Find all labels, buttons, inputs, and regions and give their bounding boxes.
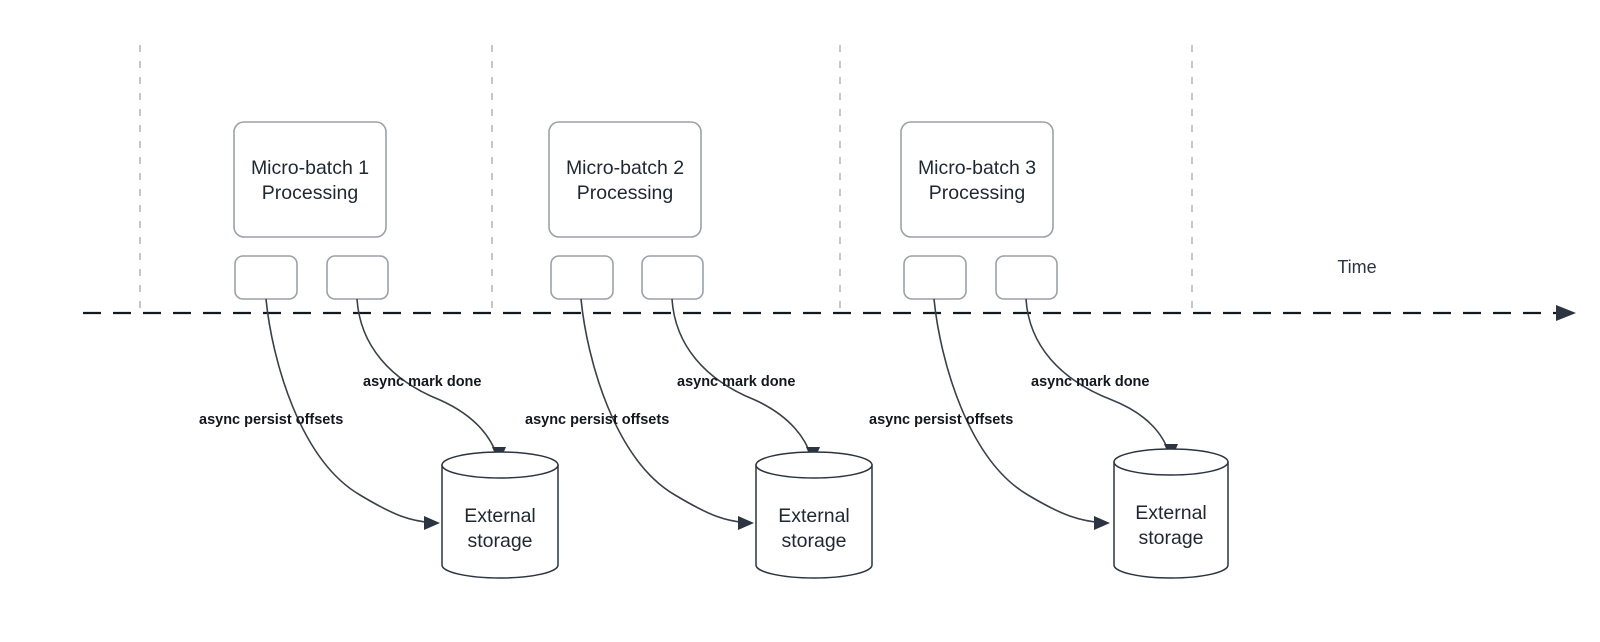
micro-batch-label-line1: Micro-batch 2	[566, 157, 684, 179]
micro-batch-label-line2: Processing	[929, 182, 1025, 204]
async-mark-done-path	[671, 298, 812, 457]
micro-batch-box-rect[interactable]	[900, 121, 1054, 238]
task-slot-left[interactable]	[234, 255, 298, 300]
external-storage-label-line2: storage	[781, 530, 846, 552]
task-slot-right[interactable]	[995, 255, 1058, 300]
timeline-axis	[83, 305, 1576, 321]
group-1: Micro-batch 1 Processing async persist off…	[199, 121, 559, 579]
async-persist-offsets-label: async persist offsets	[525, 412, 669, 428]
async-mark-done-path	[356, 298, 498, 457]
group-3: Micro-batch 3 Processing async persist off…	[869, 121, 1229, 579]
separator-lines	[139, 45, 1193, 313]
task-slot-left[interactable]	[550, 255, 614, 300]
async-persist-offsets-arrow-icon	[1094, 516, 1110, 530]
micro-batch-label-line2: Processing	[262, 182, 358, 204]
external-storage-top	[1113, 448, 1229, 476]
external-storage-body[interactable]	[755, 464, 873, 579]
external-storage[interactable]: External storage	[1113, 448, 1229, 579]
micro-batch-box[interactable]: Micro-batch 1 Processing	[233, 121, 387, 238]
external-storage[interactable]: External storage	[755, 451, 873, 579]
time-axis-label: Time	[1337, 257, 1376, 277]
async-mark-done-label: async mark done	[1031, 374, 1149, 390]
async-persist-offsets-path	[265, 298, 435, 524]
external-storage-label-line1: External	[778, 505, 850, 527]
external-storage-body[interactable]	[441, 464, 559, 579]
micro-batch-label-line1: Micro-batch 3	[918, 157, 1036, 179]
external-storage-top	[441, 451, 559, 479]
async-persist-offsets-label: async persist offsets	[869, 412, 1013, 428]
time-axis-label-text: Time	[1337, 257, 1376, 277]
async-persist-offsets-arrow-icon	[424, 516, 440, 530]
async-persist-offsets-path	[933, 298, 1105, 524]
group-2: Micro-batch 2 Processing async persist off…	[525, 121, 873, 579]
async-persist-offsets-arrow-icon	[738, 516, 754, 530]
micro-batch-box-rect[interactable]	[548, 121, 702, 238]
external-storage[interactable]: External storage	[441, 451, 559, 579]
micro-batch-groups: Micro-batch 1 Processing async persist off…	[199, 121, 1229, 579]
async-mark-done-path	[1025, 298, 1170, 454]
external-storage-label-line2: storage	[467, 530, 532, 552]
micro-batch-box-rect[interactable]	[233, 121, 387, 238]
micro-batch-label-line2: Processing	[577, 182, 673, 204]
async-persist-offsets-path	[580, 298, 749, 524]
external-storage-label-line1: External	[464, 505, 536, 527]
external-storage-label-line1: External	[1135, 502, 1207, 524]
timeline-arrow-icon	[1556, 305, 1576, 321]
async-persist-offsets-label: async persist offsets	[199, 412, 343, 428]
external-storage-body[interactable]	[1113, 461, 1229, 579]
task-slot-left[interactable]	[903, 255, 967, 300]
async-mark-done-label: async mark done	[363, 374, 481, 390]
micro-batch-label-line1: Micro-batch 1	[251, 157, 369, 179]
task-slot-right[interactable]	[641, 255, 704, 300]
task-slot-right[interactable]	[326, 255, 389, 300]
external-storage-label-line2: storage	[1138, 527, 1203, 549]
micro-batch-box[interactable]: Micro-batch 3 Processing	[900, 121, 1054, 238]
micro-batch-box[interactable]: Micro-batch 2 Processing	[548, 121, 702, 238]
async-mark-done-label: async mark done	[677, 374, 795, 390]
external-storage-top	[755, 451, 873, 479]
